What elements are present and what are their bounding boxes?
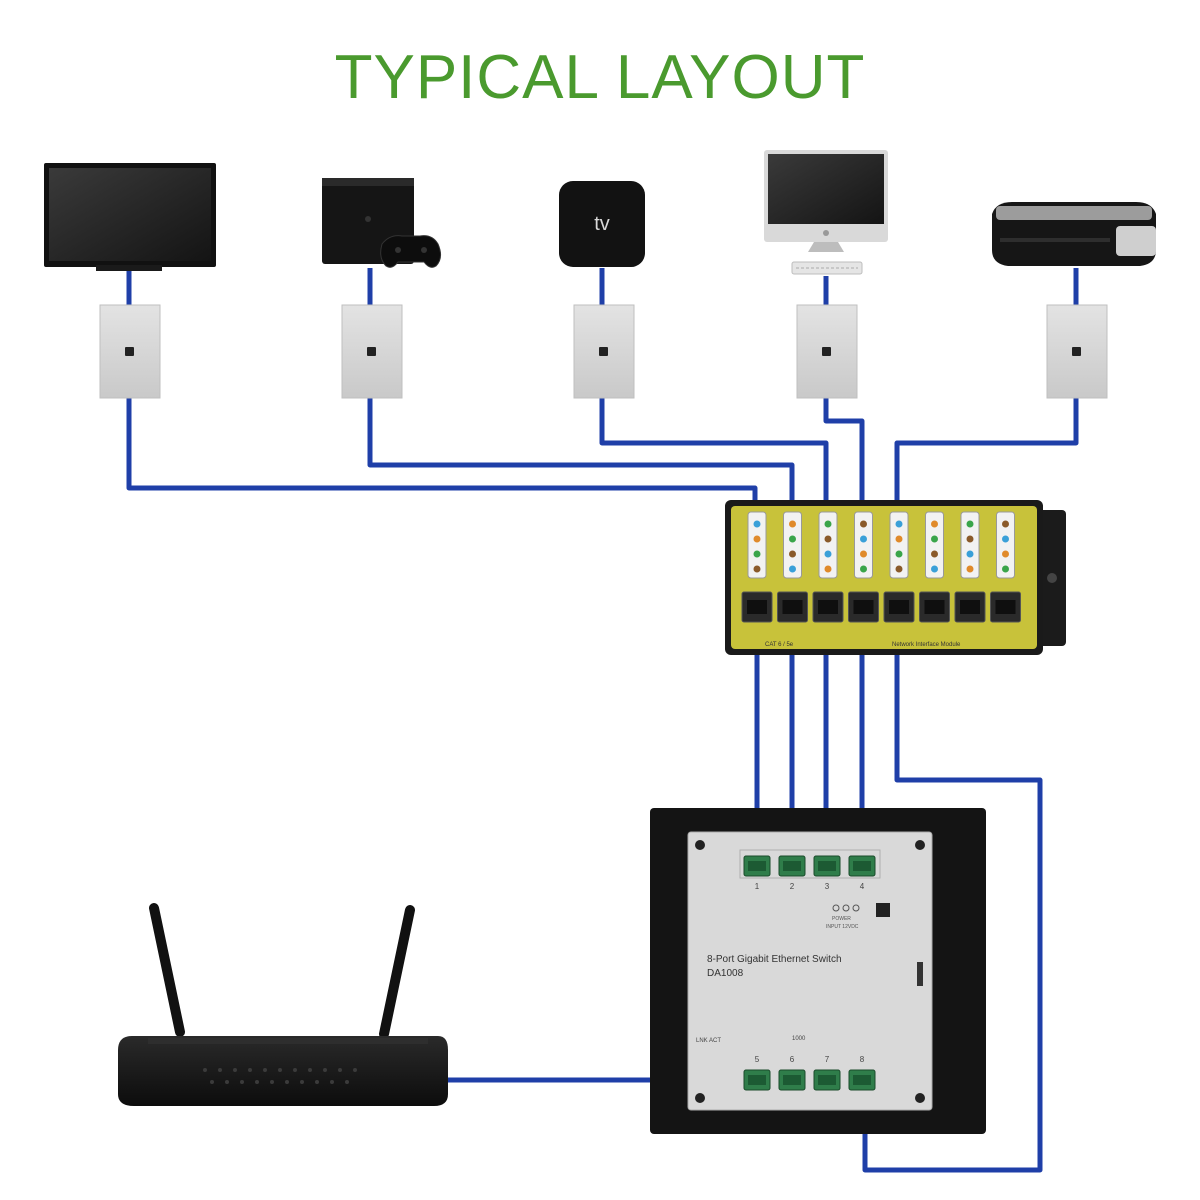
switch-port [813,1069,841,1091]
cable-printer-to-panel [894,398,1079,505]
switch-input-label: INPUT 12VDC [826,924,859,930]
patch-panel-ports [741,511,1021,623]
printer-icon [992,202,1156,266]
diagram-title: TYPICAL LAYOUT [334,43,866,112]
punch-down-block [889,511,909,579]
switch-port [743,1069,771,1091]
punch-down-block [996,511,1015,579]
desktop-computer-icon [764,150,888,275]
punch-down-block [854,511,873,579]
switch-port-number: 7 [825,1055,830,1064]
wall-plate [341,304,403,399]
switch-power-label: POWER [832,916,851,922]
wall-plate [1046,304,1108,399]
cable-console-to-panel [367,398,795,505]
patch-panel-jack [954,591,986,623]
patch-panel-jack [812,591,844,623]
punch-down-block [747,511,767,579]
punch-down-block [925,511,944,579]
switch-top-ports: 1 2 3 4 [743,855,876,891]
punch-down-block [818,511,838,579]
apple-tv-label: tv [594,213,610,235]
wall-plate [99,304,161,399]
switch-model: DA1008 [707,968,744,979]
punch-down-block [783,511,802,579]
patch-panel-jack [848,591,879,623]
switch-port [848,1069,876,1091]
patch-panel-label-left: CAT 6 / 5e [765,642,794,648]
switch-port [848,855,876,877]
switch-speed-label: 1000 [792,1036,806,1042]
patch-panel-jack [777,591,808,623]
switch-port-number: 4 [860,882,865,891]
patch-panel-jack [741,591,773,623]
switch-port [813,855,841,877]
punch-down-block [960,511,980,579]
switch-port-number: 3 [825,882,830,891]
switch-port-number: 2 [790,882,795,891]
switch-port-number: 1 [755,882,760,891]
patch-panel: CAT 6 / 5e Network Interface Module [725,500,1066,655]
television-icon [44,163,216,271]
switch-link-act-label: LNK ACT [696,1038,721,1044]
switch-port-number: 5 [755,1055,760,1064]
switch-title: 8-Port Gigabit Ethernet Switch [707,954,842,965]
switch-port [778,1069,806,1091]
patch-panel-jack [883,591,915,623]
game-console-icon [322,178,442,268]
controller-icon [380,235,442,268]
router-icon [118,903,448,1106]
apple-tv-icon: tv [559,181,645,267]
patch-panel-label-right: Network Interface Module [892,642,961,648]
cable-tv-to-panel [126,398,758,505]
router-antenna-right [379,905,415,1039]
ethernet-switch: 1 2 3 4 5 6 7 8 POWER INPUT 12VDC 8-Port Gigab… [650,808,986,1134]
switch-bottom-ports: 5 6 7 8 [743,1055,876,1091]
router-antenna-left [149,903,185,1037]
wall-plate [573,304,635,399]
switch-port-number: 8 [860,1055,865,1064]
wall-plates [99,304,1108,399]
cable-panel-5-to-switch-8 [862,655,1043,1173]
cable-desktop-to-panel [823,398,865,505]
patch-panel-jack [990,591,1021,623]
switch-port [743,855,771,877]
switch-port-number: 6 [790,1055,795,1064]
switch-port [778,855,806,877]
cable-appletv-to-panel [599,398,829,505]
wall-plate [796,304,858,399]
patch-panel-jack [919,591,950,623]
